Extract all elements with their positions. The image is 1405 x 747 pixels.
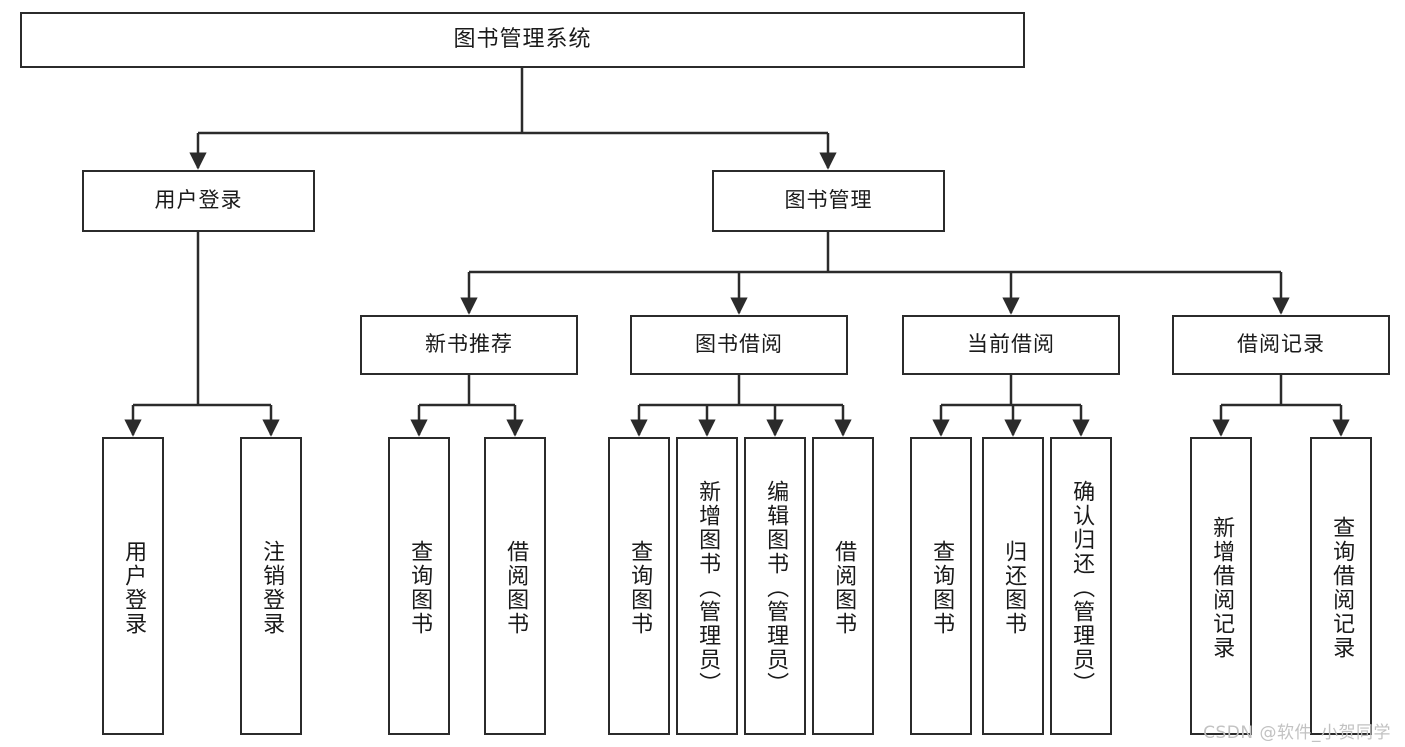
csdn-watermark: CSDN @软件_小贺同学: [1203, 723, 1391, 743]
leaf-user-logout[interactable]: 注销登录: [240, 437, 302, 735]
leaf-query-book-current[interactable]: 查询图书: [910, 437, 972, 735]
leaf-label: 用户登录: [121, 540, 147, 636]
leaf-label: 编辑图书（管理员）: [763, 480, 789, 696]
leaf-label: 查询图书: [627, 540, 653, 636]
leaf-label: 新增图书（管理员）: [695, 480, 721, 696]
leaf-borrow-book[interactable]: 借阅图书: [812, 437, 874, 735]
node-new-book-recommend[interactable]: 新书推荐: [360, 315, 578, 375]
leaf-query-borrow-record[interactable]: 查询借阅记录: [1310, 437, 1372, 735]
leaf-return-book[interactable]: 归还图书: [982, 437, 1044, 735]
node-root-system[interactable]: 图书管理系统: [20, 12, 1025, 68]
leaf-edit-book-admin[interactable]: 编辑图书（管理员）: [744, 437, 806, 735]
leaf-add-book-admin[interactable]: 新增图书（管理员）: [676, 437, 738, 735]
leaf-add-borrow-record[interactable]: 新增借阅记录: [1190, 437, 1252, 735]
node-borrow-records[interactable]: 借阅记录: [1172, 315, 1390, 375]
leaf-label: 借阅图书: [503, 540, 529, 636]
leaf-label: 查询图书: [407, 540, 433, 636]
leaf-query-book-newbook[interactable]: 查询图书: [388, 437, 450, 735]
leaf-label: 借阅图书: [831, 540, 857, 636]
node-book-management[interactable]: 图书管理: [712, 170, 945, 232]
leaf-label: 查询借阅记录: [1329, 516, 1355, 660]
node-user-login[interactable]: 用户登录: [82, 170, 315, 232]
leaf-borrow-book-newbook[interactable]: 借阅图书: [484, 437, 546, 735]
node-book-borrow[interactable]: 图书借阅: [630, 315, 848, 375]
leaf-user-login[interactable]: 用户登录: [102, 437, 164, 735]
leaf-query-book-borrow[interactable]: 查询图书: [608, 437, 670, 735]
leaf-label: 查询图书: [929, 540, 955, 636]
leaf-confirm-return-admin[interactable]: 确认归还（管理员）: [1050, 437, 1112, 735]
leaf-label: 确认归还（管理员）: [1069, 480, 1095, 696]
node-current-borrow[interactable]: 当前借阅: [902, 315, 1120, 375]
leaf-label: 注销登录: [259, 540, 285, 636]
leaf-label: 新增借阅记录: [1209, 516, 1235, 660]
leaf-label: 归还图书: [1001, 540, 1027, 636]
